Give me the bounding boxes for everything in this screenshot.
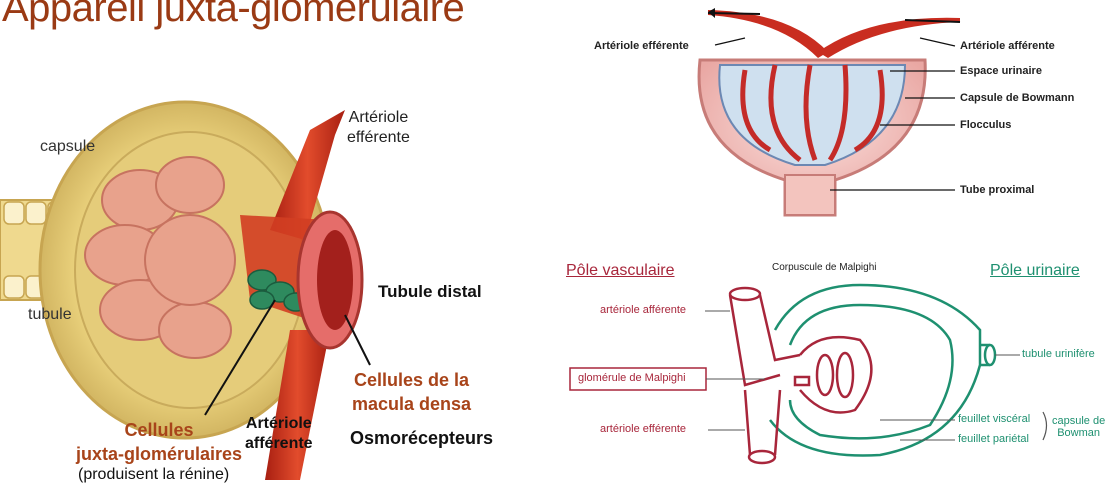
label-line: macula densa [352, 392, 471, 416]
label-line: Artériole [245, 414, 313, 434]
label-line: efférente [347, 128, 410, 148]
label-feuillet-visceral: feuillet viscéral [958, 413, 1030, 425]
label-line: Cellules [76, 418, 242, 442]
label-pole-vasculaire: Pôle vasculaire [566, 262, 675, 280]
label-flocculus: Flocculus [960, 119, 1011, 131]
label-line: juxta-glomérulaires [76, 442, 242, 466]
label-line: afférente [245, 434, 313, 454]
label-tr-arteriole-afferente: Artériole afférente [960, 40, 1055, 52]
label-juxta-glomerulaires: Cellules juxta-glomérulaires [76, 418, 242, 466]
label-tubule: tubule [28, 306, 72, 324]
label-pole-urinaire: Pôle urinaire [990, 262, 1080, 280]
label-left-arteriole-efferente: Artériole efférente [347, 108, 410, 148]
label-macula-densa: Cellules de la macula densa [352, 368, 471, 416]
label-left-arteriole-afferente: Artériole afférente [245, 414, 313, 454]
label-line: Bowman [1052, 427, 1105, 439]
page-title: Appareil juxta-glomérulaire [2, 0, 464, 31]
label-osmorecepteurs: Osmorécepteurs [350, 428, 493, 449]
label-line: Cellules de la [352, 368, 471, 392]
label-br-arteriole-efferente: artériole efférente [600, 423, 686, 435]
label-tubule-urinifere: tubule urinifère [1022, 348, 1095, 360]
label-renine: (produisent la rénine) [78, 466, 229, 484]
label-espace-urinaire: Espace urinaire [960, 65, 1042, 77]
label-feuillet-parietal: feuillet pariétal [958, 433, 1029, 445]
bowman-illustration [699, 8, 960, 215]
label-capsule-bowmann: Capsule de Bowmann [960, 92, 1074, 104]
label-line: capsule de [1052, 415, 1105, 427]
label-capsule-de-bowman: capsule de Bowman [1052, 415, 1105, 439]
label-tr-arteriole-efferente: Artériole efférente [594, 40, 689, 52]
label-capsule: capsule [40, 138, 95, 156]
label-line: Artériole [347, 108, 410, 128]
label-glomerule: glomérule de Malpighi [578, 372, 686, 384]
label-br-arteriole-afferente: artériole afférente [600, 304, 686, 316]
label-tube-proximal: Tube proximal [960, 184, 1034, 196]
label-corpuscule: Corpuscule de Malpighi [772, 262, 877, 273]
glomerulus-shape [85, 157, 235, 358]
label-tubule-distal: Tubule distal [378, 282, 482, 302]
